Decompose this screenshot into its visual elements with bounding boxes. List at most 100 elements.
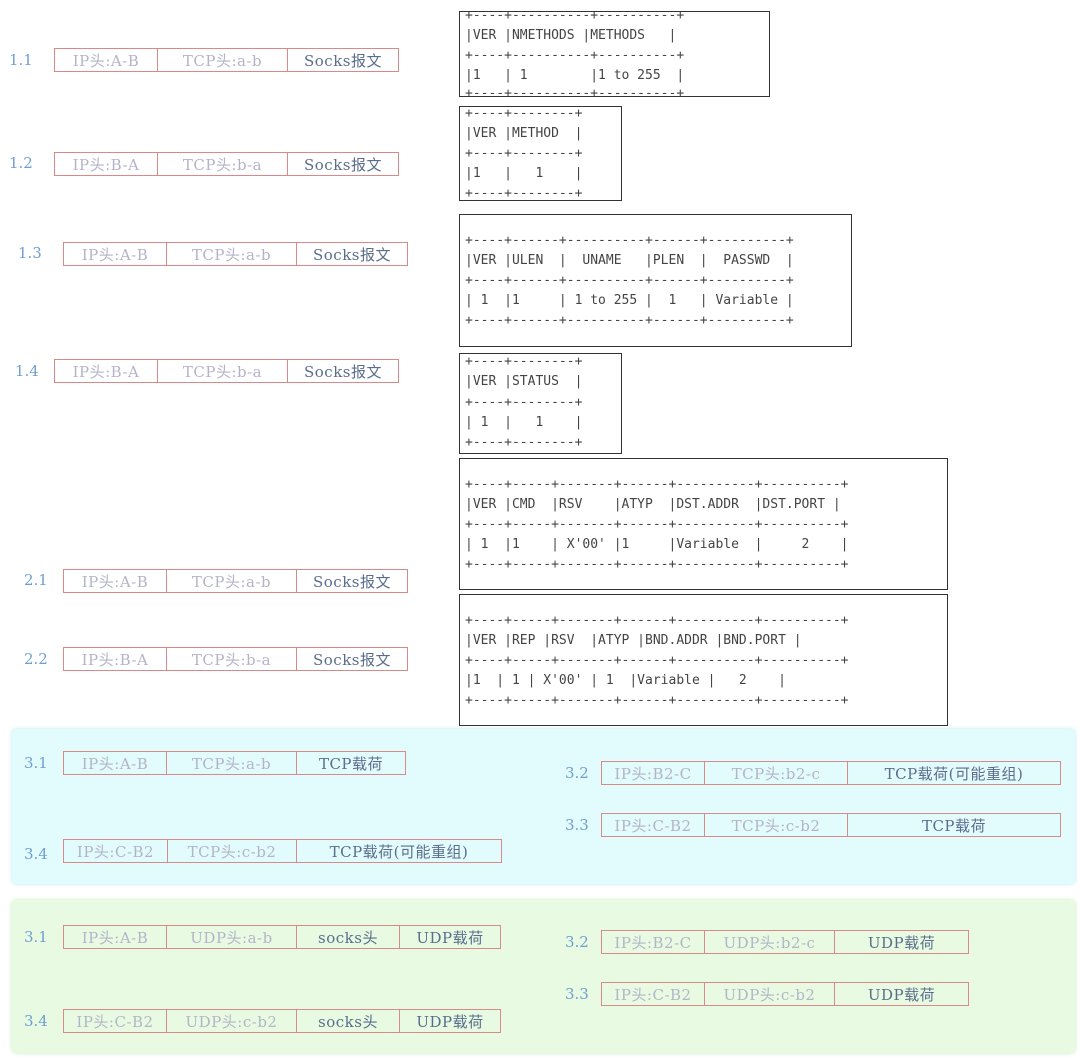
step-label: 3.4 xyxy=(24,1012,48,1030)
ip-header-seg: IP头:C-B2 xyxy=(63,1009,167,1033)
ip-header-seg: IP头:C-B2 xyxy=(601,982,705,1006)
tcp-packet-3-3: IP头:C-B2 TCP头:c-b2 TCP载荷 xyxy=(601,813,1061,837)
ip-header-seg: IP头:B-A xyxy=(63,647,167,671)
frame-line: +----+----------+----------+ xyxy=(465,48,685,63)
tcp-packet-3-2: IP头:B2-C TCP头:b2-c TCP载荷(可能重组) xyxy=(601,761,1061,785)
frame-line: +----+-----+-------+------+----------+--… xyxy=(465,613,849,628)
payload-seg: TCP载荷(可能重组) xyxy=(296,839,502,863)
udp-header-seg: UDP头:c-b2 xyxy=(704,982,835,1006)
udp-packet-3-4: IP头:C-B2 UDP头:c-b2 socks头 UDP载荷 xyxy=(63,1009,501,1033)
frame-line: +----+------+----------+------+---------… xyxy=(465,233,794,248)
udp-packet-3-2: IP头:B2-C UDP头:b2-c UDP载荷 xyxy=(601,930,969,954)
payload-seg: TCP载荷(可能重组) xyxy=(847,761,1061,785)
frame-line: +----+------+----------+------+---------… xyxy=(465,273,794,288)
ip-header-seg: IP头:B2-C xyxy=(601,761,705,785)
step-label: 1.2 xyxy=(9,154,33,172)
ip-header-seg: IP头:A-B xyxy=(63,751,167,775)
step-label: 3.4 xyxy=(24,845,48,863)
ip-header-seg: IP头:B2-C xyxy=(601,930,705,954)
frame-line: | 1 | 1 | xyxy=(465,415,583,430)
frame-line: +----+--------+ xyxy=(465,435,583,450)
udp-header-seg: UDP头:c-b2 xyxy=(166,1009,297,1033)
ip-header-seg: IP头:B-A xyxy=(54,359,158,383)
payload-seg: UDP载荷 xyxy=(834,930,969,954)
frame-connect-reply: +----+-----+-------+------+----------+--… xyxy=(459,594,948,726)
tcp-header-seg: TCP头:b-a xyxy=(157,152,288,176)
packet-2-2: IP头:B-A TCP头:b-a Socks报文 xyxy=(63,647,408,671)
frame-line: +----+-----+-------+------+----------+--… xyxy=(465,653,849,668)
payload-seg: UDP载荷 xyxy=(834,982,969,1006)
frame-line: |VER |CMD |RSV |ATYP |DST.ADDR |DST.PORT… xyxy=(465,497,841,512)
udp-packet-3-1: IP头:A-B UDP头:a-b socks头 UDP载荷 xyxy=(63,925,501,949)
frame-line: +----+-----+-------+------+----------+--… xyxy=(465,693,849,708)
frame-line: | 1 |1 | X'00' |1 |Variable | 2 | xyxy=(465,537,849,552)
packet-2-1: IP头:A-B TCP头:a-b Socks报文 xyxy=(63,569,408,593)
payload-seg: TCP载荷 xyxy=(847,813,1061,837)
frame-connect-request: +----+-----+-------+------+----------+--… xyxy=(459,458,948,590)
step-label: 3.2 xyxy=(565,764,589,782)
frame-line: +----+--------+ xyxy=(465,395,583,410)
packet-1-1: IP头:A-B TCP头:a-b Socks报文 xyxy=(54,48,399,72)
tcp-relay-panel xyxy=(12,729,1075,884)
frame-auth-request: +----+------+----------+------+---------… xyxy=(459,214,852,347)
payload-seg: UDP载荷 xyxy=(399,1009,501,1033)
frame-line: |1 | 1 |1 to 255 | xyxy=(465,68,685,83)
tcp-header-seg: TCP头:c-b2 xyxy=(167,839,297,863)
step-label: 3.1 xyxy=(24,754,48,772)
frame-line: |VER |NMETHODS |METHODS | xyxy=(465,28,677,43)
frame-method-reply: +----+--------+ |VER |METHOD | +----+---… xyxy=(459,106,622,201)
ip-header-seg: IP头:B-A xyxy=(54,152,158,176)
payload-seg: Socks报文 xyxy=(296,647,408,671)
ip-header-seg: IP头:A-B xyxy=(63,569,167,593)
ip-header-seg: IP头:C-B2 xyxy=(63,839,168,863)
frame-line: +----+----------+----------+ xyxy=(465,86,685,101)
payload-seg: TCP载荷 xyxy=(296,751,406,775)
tcp-header-seg: TCP头:a-b xyxy=(166,751,297,775)
tcp-header-seg: TCP头:a-b xyxy=(157,48,288,72)
ip-header-seg: IP头:A-B xyxy=(63,242,167,266)
step-label: 1.1 xyxy=(9,51,33,69)
frame-line: +----+--------+ xyxy=(465,146,583,161)
step-label: 3.2 xyxy=(565,933,589,951)
frame-method-request: +----+----------+----------+ |VER |NMETH… xyxy=(459,8,770,101)
frame-line: |VER |REP |RSV |ATYP |BND.ADDR |BND.PORT… xyxy=(465,633,802,648)
step-label: 3.3 xyxy=(565,985,589,1003)
tcp-header-seg: TCP头:a-b xyxy=(166,242,297,266)
payload-seg: Socks报文 xyxy=(296,242,408,266)
frame-line: |VER |METHOD | xyxy=(465,126,583,141)
step-label: 1.4 xyxy=(15,362,39,380)
packet-1-3: IP头:A-B TCP头:a-b Socks报文 xyxy=(63,242,408,266)
socks-header-seg: socks头 xyxy=(296,1009,400,1033)
frame-line: +----+-----+-------+------+----------+--… xyxy=(465,517,849,532)
frame-line: +----+--------+ xyxy=(465,186,583,201)
packet-1-4: IP头:B-A TCP头:b-a Socks报文 xyxy=(54,359,399,383)
frame-line: +----+-----+-------+------+----------+--… xyxy=(465,557,849,572)
udp-header-seg: UDP头:b2-c xyxy=(704,930,835,954)
payload-seg: Socks报文 xyxy=(296,569,408,593)
ip-header-seg: IP头:A-B xyxy=(63,925,167,949)
payload-seg: UDP载荷 xyxy=(399,925,501,949)
frame-line: +----+--------+ xyxy=(465,354,583,369)
ip-header-seg: IP头:A-B xyxy=(54,48,158,72)
payload-seg: Socks报文 xyxy=(287,48,399,72)
frame-auth-reply: +----+--------+ |VER |STATUS | +----+---… xyxy=(459,353,622,454)
udp-packet-3-3: IP头:C-B2 UDP头:c-b2 UDP载荷 xyxy=(601,982,969,1006)
frame-line: |VER |ULEN | UNAME |PLEN | PASSWD | xyxy=(465,253,794,268)
payload-seg: Socks报文 xyxy=(287,152,399,176)
tcp-packet-3-4: IP头:C-B2 TCP头:c-b2 TCP载荷(可能重组) xyxy=(63,839,502,863)
udp-header-seg: UDP头:a-b xyxy=(166,925,297,949)
step-label: 3.3 xyxy=(565,816,589,834)
tcp-header-seg: TCP头:b-a xyxy=(166,647,297,671)
tcp-packet-3-1: IP头:A-B TCP头:a-b TCP载荷 xyxy=(63,751,406,775)
step-label: 1.3 xyxy=(18,244,42,262)
packet-1-2: IP头:B-A TCP头:b-a Socks报文 xyxy=(54,152,399,176)
step-label: 3.1 xyxy=(24,928,48,946)
frame-line: |1 | 1 | X'00' | 1 |Variable | 2 | xyxy=(465,673,786,688)
tcp-header-seg: TCP头:b2-c xyxy=(704,761,848,785)
ip-header-seg: IP头:C-B2 xyxy=(601,813,705,837)
frame-line: |1 | 1 | xyxy=(465,166,583,181)
frame-line: +----+----------+----------+ xyxy=(465,8,685,23)
frame-line: +----+------+----------+------+---------… xyxy=(465,313,794,328)
socks-header-seg: socks头 xyxy=(296,925,400,949)
tcp-header-seg: TCP头:a-b xyxy=(166,569,297,593)
